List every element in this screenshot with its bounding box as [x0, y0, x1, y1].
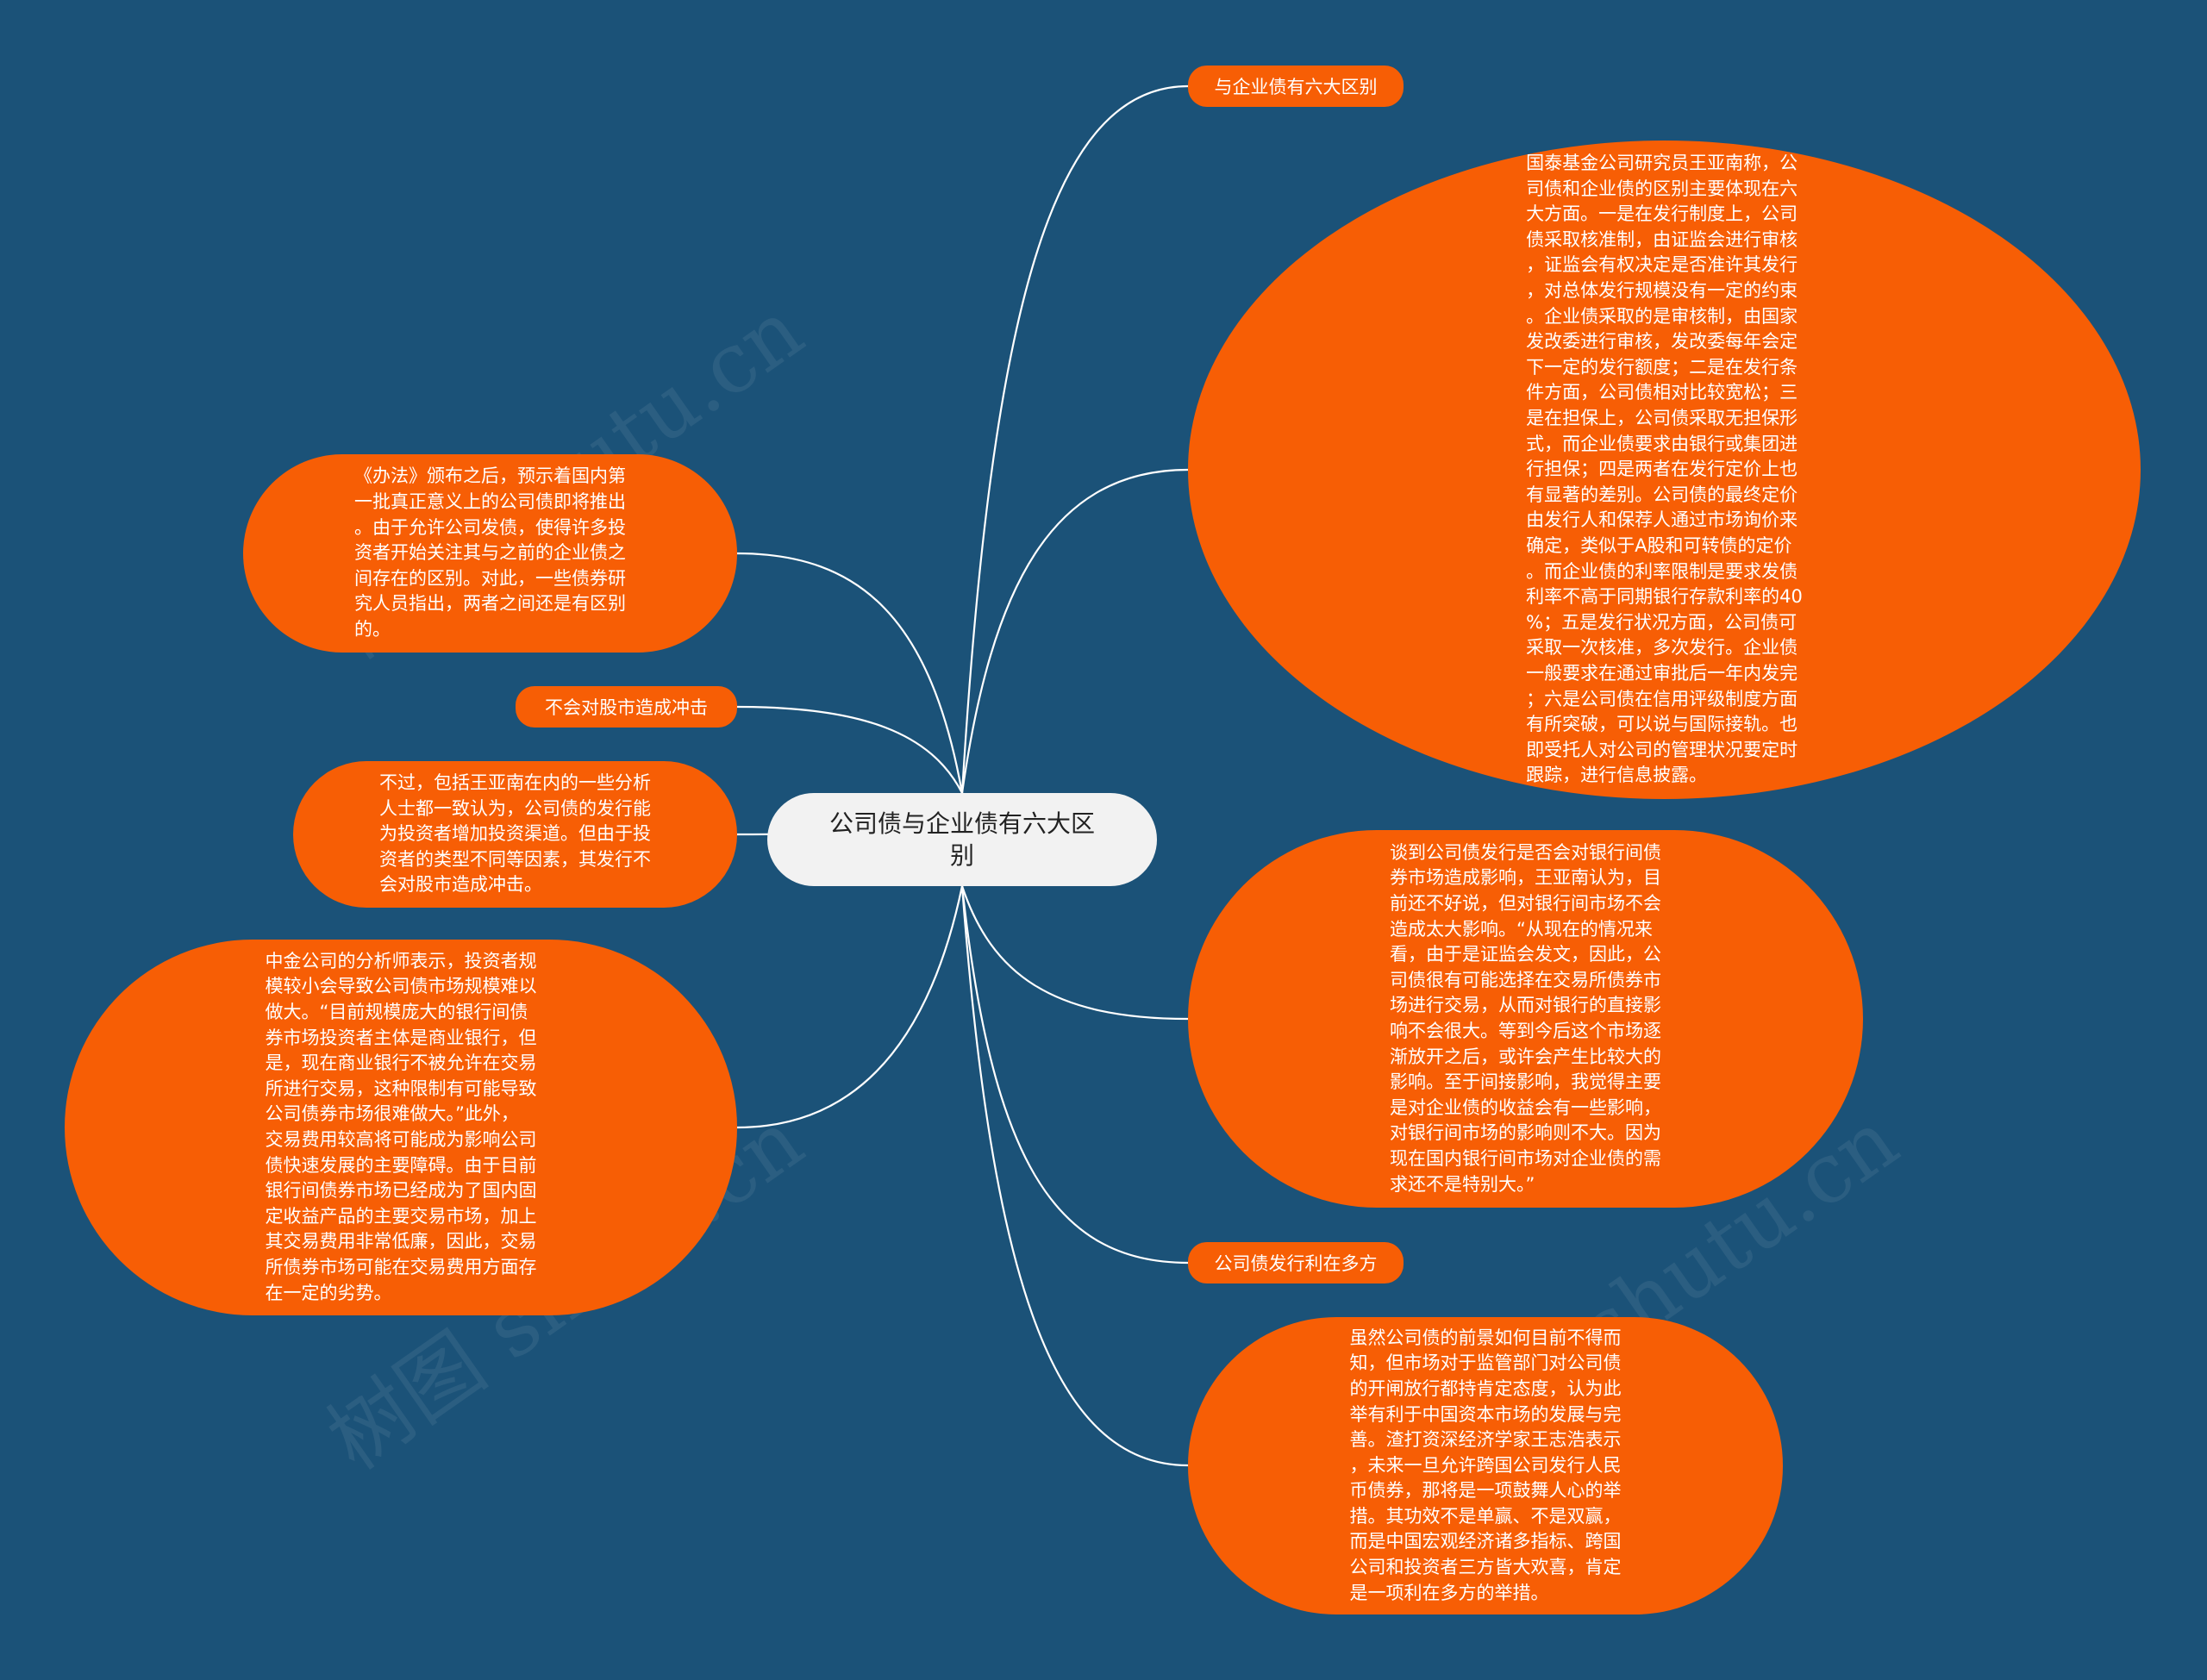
edge-to-right-detail1: [960, 468, 1189, 794]
topic-detail-text: 中金公司的分析师表示，投资者规 模较小会导致公司债市场规模难以 做大。“目前规模…: [265, 950, 537, 1303]
topic-left-detail-3[interactable]: 中金公司的分析师表示，投资者规 模较小会导致公司债市场规模难以 做大。“目前规模…: [65, 940, 737, 1315]
topic-detail-text: 《办法》颁布之后，预示着国内第 一批真正意义上的公司债即将推出 。由于允许公司发…: [354, 465, 626, 640]
topic-detail-text: 谈到公司债发行是否会对银行间债 券市场造成影响，王亚南认为，目 前还不好说，但对…: [1390, 841, 1661, 1195]
topic-left-label-1[interactable]: 不会对股市造成冲击: [516, 686, 737, 728]
edge-to-right-detail2: [960, 885, 1189, 1021]
topic-left-detail-2[interactable]: 不过，包括王亚南在内的一些分析 人士都一致认为，公司债的发行能 为投资者增加投资…: [293, 761, 737, 908]
topic-right-detail-2[interactable]: 谈到公司债发行是否会对银行间债 券市场造成影响，王亚南认为，目 前还不好说，但对…: [1188, 830, 1863, 1208]
topic-right-detail-1[interactable]: 国泰基金公司研究员王亚南称，公 司债和企业债的区别主要体现在六 大方面。一是在发…: [1188, 141, 2141, 799]
topic-detail-text: 不过，包括王亚南在内的一些分析 人士都一致认为，公司债的发行能 为投资者增加投资…: [379, 772, 651, 896]
topic-right-detail-3[interactable]: 虽然公司债的前景如何目前不得而 知，但市场对于监管部门对公司债 的开闸放行都持肯…: [1188, 1317, 1783, 1614]
topic-detail-text: 国泰基金公司研究员王亚南称，公 司债和企业债的区别主要体现在六 大方面。一是在发…: [1526, 153, 1803, 786]
topic-label-text: 与企业债有六大区别: [1214, 77, 1378, 97]
edge-to-left-detail1: [736, 552, 964, 794]
topic-left-detail-1[interactable]: 《办法》颁布之后，预示着国内第 一批真正意义上的公司债即将推出 。由于允许公司发…: [243, 454, 737, 653]
root-topic[interactable]: 公司债与企业债有六大区 别: [767, 793, 1157, 886]
topic-detail-text: 虽然公司债的前景如何目前不得而 知，但市场对于监管部门对公司债 的开闸放行都持肯…: [1349, 1327, 1622, 1603]
edge-to-right-label2: [960, 885, 1189, 1265]
topic-right-label-1[interactable]: 与企业债有六大区别: [1188, 66, 1404, 107]
topic-label-text: 不会对股市造成冲击: [545, 697, 708, 718]
edge-to-left-detail3: [736, 885, 964, 1129]
edge-to-right-detail3: [960, 885, 1189, 1467]
topic-right-label-2[interactable]: 公司债发行利在多方: [1188, 1242, 1404, 1283]
edge-to-left-label1: [736, 705, 963, 794]
edge-to-right-label1: [960, 84, 1189, 794]
topic-label-text: 公司债发行利在多方: [1214, 1253, 1378, 1274]
